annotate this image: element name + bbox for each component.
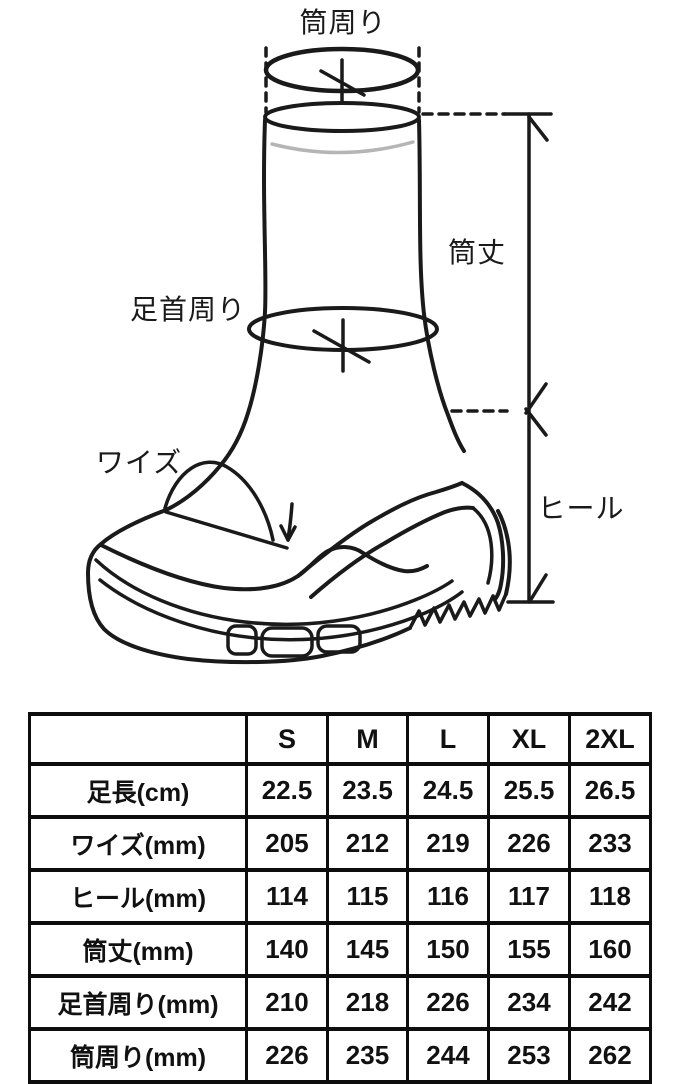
size-value-cell: 25.5 (487, 762, 571, 819)
label-ankle-circumference: 足首周り (130, 294, 246, 325)
size-value-cell: 262 (568, 1027, 652, 1084)
size-value-cell: 226 (406, 974, 490, 1031)
row-label: 足首周り(mm) (28, 974, 248, 1031)
size-col-header: S (245, 712, 329, 766)
size-value-cell: 114 (245, 868, 329, 925)
midsole-band-lower (98, 578, 464, 642)
vamp-seam-wave (99, 543, 429, 592)
tube-cross-slash (319, 69, 366, 97)
collar-wave-lower (309, 505, 475, 599)
size-value-cell: 155 (487, 921, 571, 978)
size-value-cell: 160 (568, 921, 652, 978)
dim-arrow-middle-lower (524, 407, 548, 437)
size-col-header: XL (487, 712, 571, 766)
width-arrow-head-right (286, 525, 297, 542)
size-value-cell: 212 (326, 815, 409, 872)
tread-notch-1 (226, 624, 258, 656)
boot-line-art: 筒周り 筒丈 足首周り ワイズ ヒール (86, 7, 624, 665)
size-value-cell: 115 (326, 868, 409, 925)
size-value-cell: 22.5 (245, 762, 329, 819)
dim-arrow-top (527, 115, 549, 142)
size-col-header: 2XL (568, 712, 652, 766)
label-heel: ヒール (537, 493, 624, 524)
row-label: 足長(cm) (28, 762, 248, 819)
sock-edge-line (270, 140, 415, 155)
label-tube-circumference: 筒周り (299, 7, 386, 38)
size-value-cell: 235 (326, 1027, 409, 1084)
size-value-cell: 233 (568, 815, 652, 872)
size-col-header: L (406, 712, 490, 766)
size-value-cell: 150 (406, 921, 490, 978)
tube-right-line (417, 118, 466, 453)
size-value-cell: 116 (406, 868, 490, 925)
heel-right-edge (496, 509, 512, 596)
size-value-cell: 26.5 (568, 762, 652, 819)
row-label: 筒丈(mm) (28, 921, 248, 978)
midsole-band-upper (94, 558, 454, 627)
toe-diagonal-line (164, 510, 289, 550)
size-value-cell: 140 (245, 921, 329, 978)
size-value-cell: 205 (245, 815, 329, 872)
width-arc (163, 460, 275, 542)
ankle-cross-slash (312, 329, 371, 364)
sole-serration (408, 592, 508, 630)
size-value-cell: 23.5 (326, 762, 409, 819)
size-value-cell: 24.5 (406, 762, 490, 819)
dim-arrow-bottom (528, 573, 548, 603)
tube-left-line (164, 118, 268, 512)
size-value-cell: 117 (487, 868, 571, 925)
size-col-header-empty (28, 712, 248, 766)
size-value-cell: 210 (245, 974, 329, 1031)
width-arrow-head-left (279, 524, 290, 542)
boot-opening-ellipse (263, 101, 421, 133)
collar-wave-upper (296, 481, 464, 578)
size-value-cell: 244 (406, 1027, 490, 1084)
size-col-header: M (326, 712, 409, 766)
row-label: 筒周り(mm) (28, 1027, 248, 1084)
size-value-cell: 218 (326, 974, 409, 1031)
label-tube-height: 筒丈 (448, 237, 506, 268)
size-value-cell: 219 (406, 815, 490, 872)
boot-measurement-diagram: 筒周り 筒丈 足首周り ワイズ ヒール (86, 7, 624, 665)
heel-cap-inner (471, 506, 494, 585)
tread-notch-3 (316, 624, 362, 654)
row-label: ワイズ(mm) (28, 815, 248, 872)
size-value-cell: 226 (487, 815, 571, 872)
size-value-cell: 234 (487, 974, 571, 1031)
dim-arrow-middle-upper (524, 382, 548, 415)
row-label: ヒール(mm) (28, 868, 248, 925)
size-value-cell: 145 (326, 921, 409, 978)
size-value-cell: 253 (487, 1027, 571, 1084)
tread-notch-2 (260, 626, 314, 658)
size-value-cell: 226 (245, 1027, 329, 1084)
label-width: ワイズ (96, 447, 182, 478)
heel-cap-outer (460, 481, 506, 600)
size-value-cell: 242 (568, 974, 652, 1031)
size-value-cell: 118 (568, 868, 652, 925)
